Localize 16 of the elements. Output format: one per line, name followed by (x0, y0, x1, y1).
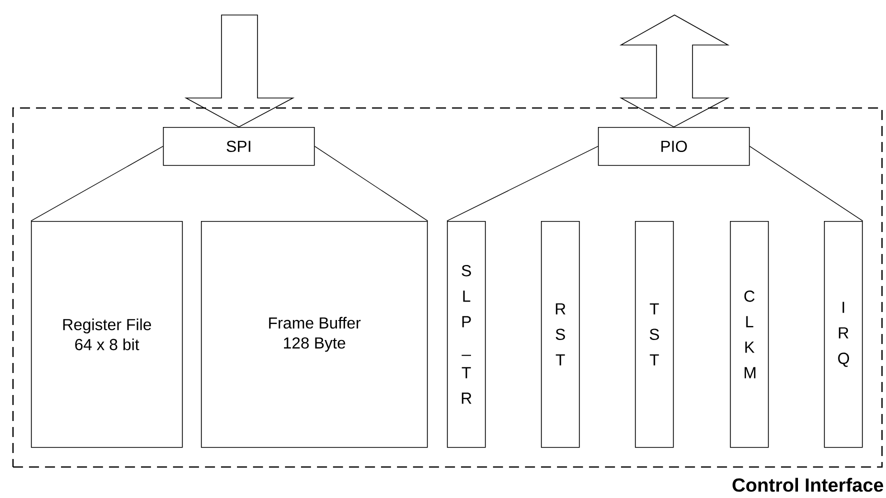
memory-block: Frame Buffer 128 Byte (200, 220, 428, 448)
pin-box: S L P _ T R (446, 220, 486, 448)
connector-line (446, 146, 598, 222)
boundary-title: Control Interface (732, 478, 884, 492)
block-arrow (184, 14, 295, 128)
pin-box: T S T (634, 220, 674, 448)
connector-line (314, 146, 428, 222)
connector-line (30, 146, 164, 222)
connector-line (749, 146, 864, 222)
memory-block: Register File 64 x 8 bit (30, 220, 183, 448)
block-arrow (619, 14, 730, 128)
pin-box: C L K M (730, 220, 769, 448)
pin-box: I R Q (824, 220, 863, 448)
interface-box: PIO (598, 126, 750, 166)
interface-box: SPI (162, 126, 315, 166)
pin-box: R S T (540, 220, 580, 448)
